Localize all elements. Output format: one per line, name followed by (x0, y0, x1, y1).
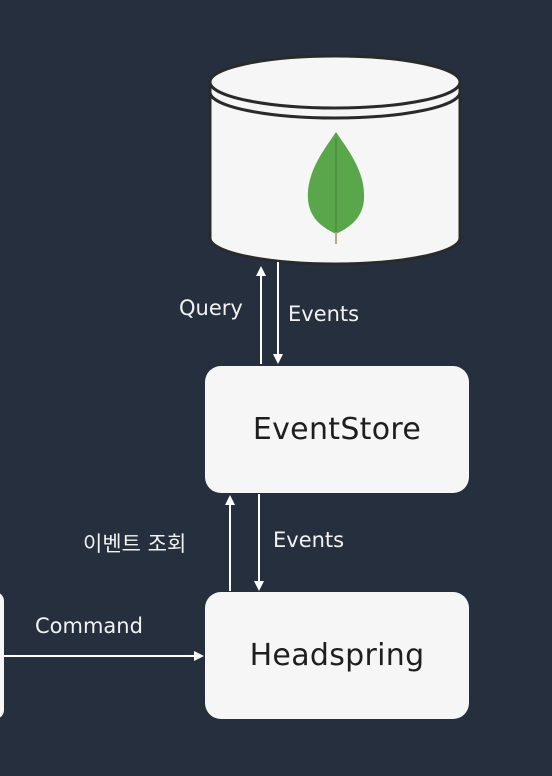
client-node (0, 592, 4, 719)
headspring-node: Headspring (205, 592, 469, 719)
headspring-label: Headspring (249, 638, 425, 673)
lookup-label: 이벤트 조회 (83, 532, 187, 556)
mongodb-leaf-icon (307, 132, 365, 244)
events-label-store-to-headspring: Events (273, 528, 345, 552)
eventstore-label: EventStore (252, 412, 422, 447)
eventstore-node: EventStore (205, 366, 469, 493)
query-label: Query (179, 296, 243, 320)
events-label-db-to-store: Events (288, 302, 360, 326)
command-label: Command (35, 614, 143, 638)
